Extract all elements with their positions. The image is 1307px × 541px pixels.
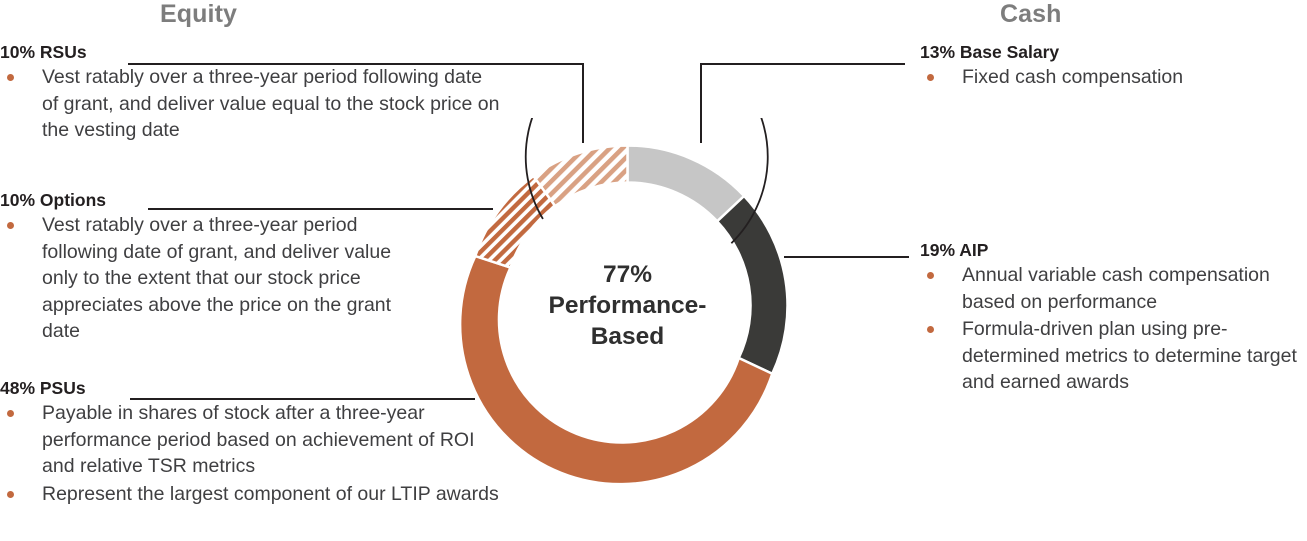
leader-line-aip [784,256,909,258]
bullet-text: Vest ratably over a three-year period fo… [42,66,500,141]
leader-line-psus [130,398,475,400]
block-base-salary: 13% Base Salary Fixed cash compensation [920,42,1307,92]
bullet-dot-icon [927,74,934,81]
bullet-list-options: Vest ratably over a three-year period fo… [0,212,430,345]
list-item: Payable in shares of stock after a three… [0,400,500,480]
bullet-list-psus: Payable in shares of stock after a three… [0,400,500,507]
block-title-rsus: 10% RSUs [0,42,87,62]
column-heading-cash: Cash [1000,0,1062,28]
bullet-list-base-salary: Fixed cash compensation [920,64,1307,91]
block-options: 10% Options Vest ratably over a three-ye… [0,190,430,346]
performance-based-inner-arc [524,118,769,244]
bullet-dot-icon [927,272,934,279]
bullet-text: Vest ratably over a three-year period fo… [42,214,392,342]
donut-svg [458,118,789,486]
leader-line-rsus-vertical [582,63,584,143]
list-item: Vest ratably over a three-year period fo… [0,212,430,345]
leader-line-rsus-horizontal [128,63,583,65]
donut-slice-rsus [531,144,629,208]
block-title-options: 10% Options [0,190,106,210]
bullet-dot-icon [927,326,934,333]
block-title-psus: 48% PSUs [0,378,86,398]
bullet-list-aip: Annual variable cash compensation based … [920,262,1307,396]
list-item: Annual variable cash compensation based … [920,262,1307,315]
bullet-text: Payable in shares of stock after a three… [42,402,475,477]
bullet-list-rsus: Vest ratably over a three-year period fo… [0,64,500,144]
list-item: Represent the largest component of our L… [0,481,500,508]
bullet-dot-icon [7,222,14,229]
list-item: Vest ratably over a three-year period fo… [0,64,500,144]
list-item: Fixed cash compensation [920,64,1307,91]
bullet-text: Formula-driven plan using pre-determined… [962,318,1297,393]
column-heading-equity: Equity [160,0,237,28]
bullet-dot-icon [7,490,14,498]
bullet-text: Represent the largest component of our L… [42,482,499,505]
donut-slice-psus [458,254,774,486]
block-aip: 19% AIP Annual variable cash compensatio… [920,240,1307,397]
bullet-text: Fixed cash compensation [962,66,1184,88]
block-rsus: 10% RSUs Vest ratably over a three-year … [0,42,500,145]
leader-line-options [148,208,493,210]
leader-line-base-salary-horizontal [700,63,905,65]
bullet-dot-icon [7,410,14,417]
leader-line-base-salary-vertical [700,63,702,143]
block-psus: 48% PSUs Payable in shares of stock afte… [0,378,500,508]
bullet-text: Annual variable cash compensation based … [962,264,1270,313]
block-title-aip: 19% AIP [920,240,989,260]
bullet-dot-icon [7,74,14,81]
donut-slice-base-salary [626,144,746,224]
list-item: Formula-driven plan using pre-determined… [920,316,1307,396]
block-title-base-salary: 13% Base Salary [920,42,1060,62]
donut-slice-aip [715,194,789,376]
